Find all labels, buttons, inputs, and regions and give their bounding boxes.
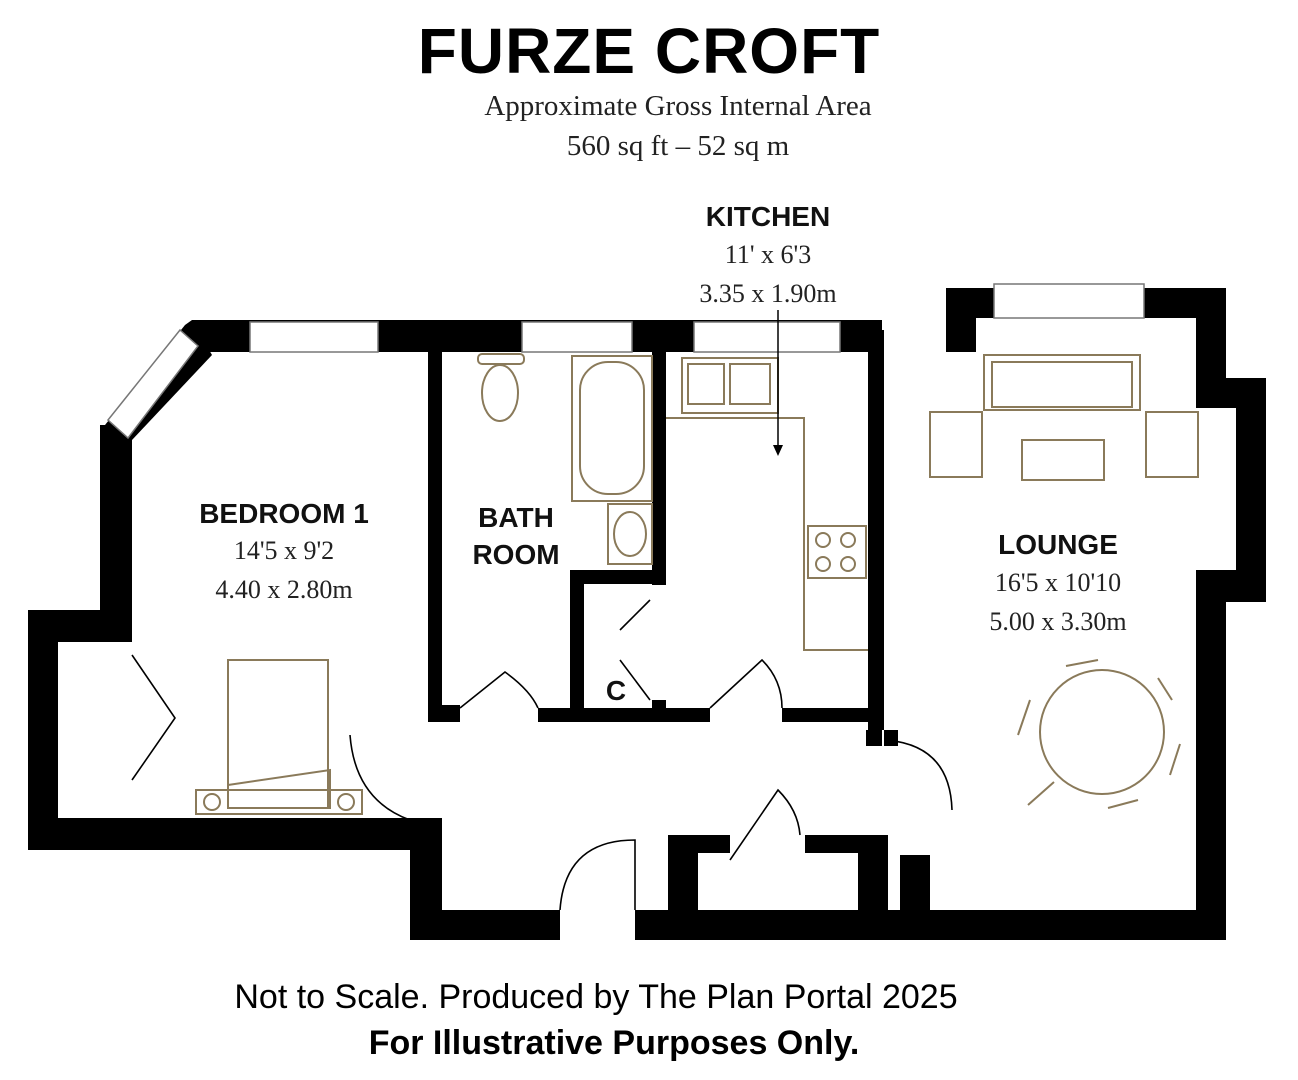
bathroom-fixtures [477, 353, 653, 565]
lounge-label: LOUNGE 16'5 x 10'10 5.00 x 3.30m [989, 529, 1126, 636]
disclaimer-line2: For Illustrative Purposes Only. [368, 1024, 860, 1062]
lounge-metric: 5.00 x 3.30m [989, 607, 1126, 636]
bedroom-metric: 4.40 x 2.80m [215, 575, 352, 604]
doors [131, 599, 953, 911]
bedroom-imperial: 14'5 x 9'2 [234, 536, 334, 565]
kitchen-imperial: 11' x 6'3 [725, 240, 811, 269]
lounge-furniture [929, 354, 1199, 809]
area-label: Approximate Gross Internal Area [484, 90, 872, 122]
windows [106, 283, 1145, 440]
kitchen-label: KITCHEN 11' x 6'3 3.35 x 1.90m [699, 201, 836, 308]
lounge-name: LOUNGE [998, 529, 1118, 560]
cupboard-label: C [606, 675, 626, 706]
lounge-imperial: 16'5 x 10'10 [995, 568, 1121, 597]
bedroom-name: BEDROOM 1 [199, 498, 369, 529]
plan-title: FURZE CROFT [417, 15, 881, 87]
bathroom-name-line2: ROOM [472, 539, 559, 570]
area-value: 560 sq ft – 52 sq m [566, 130, 790, 162]
bathroom-label: BATH ROOM [472, 502, 559, 570]
kitchen-fixtures [666, 310, 868, 651]
kitchen-name: KITCHEN [706, 201, 830, 232]
bedroom-furniture [195, 659, 363, 815]
disclaimer-line1: Not to Scale. Produced by The Plan Porta… [234, 978, 958, 1016]
bedroom-label: BEDROOM 1 14'5 x 9'2 4.40 x 2.80m [199, 498, 369, 604]
bathroom-name-line1: BATH [478, 502, 554, 533]
kitchen-metric: 3.35 x 1.90m [699, 279, 836, 308]
